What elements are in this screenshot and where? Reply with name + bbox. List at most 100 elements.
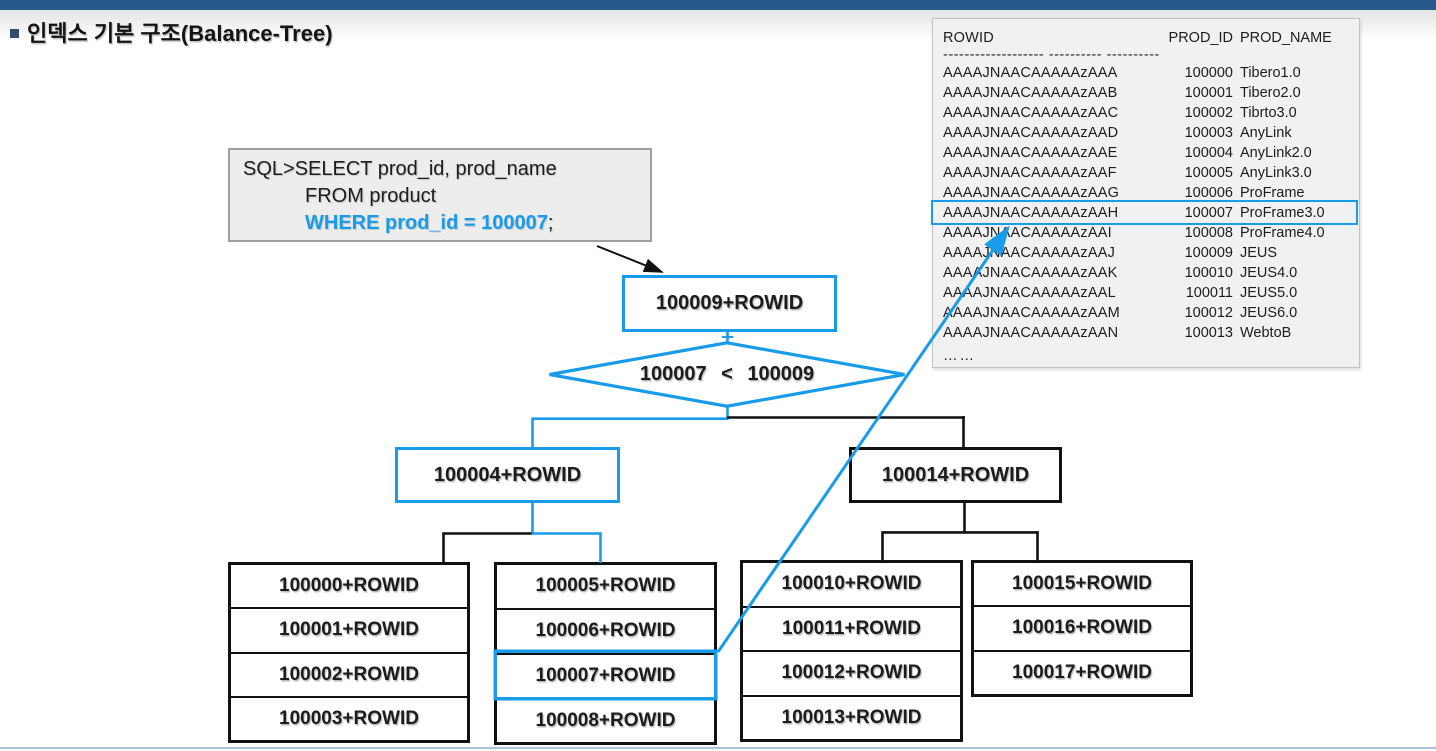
title-bullet-icon xyxy=(10,29,19,38)
leaf-cell: 100015+ROWID xyxy=(974,563,1190,606)
table-row: AAAAJNAACAAAAAzAAN 100013 WebtoB xyxy=(943,323,1359,343)
leaf-cell: 100011+ROWID xyxy=(743,605,960,650)
leaf-cell: 100003+ROWID xyxy=(231,695,467,740)
cell-prod-id: 100005 xyxy=(1184,165,1233,181)
sql-semicolon: ; xyxy=(547,212,554,234)
cell-rowid: AAAAJNAACAAAAAzAAB xyxy=(943,85,1118,101)
leaf-block-1: 100000+ROWID 100001+ROWID 100002+ROWID 1… xyxy=(228,562,470,743)
cell-rowid: AAAAJNAACAAAAAzAAF xyxy=(943,165,1117,181)
cell-rowid: AAAAJNAACAAAAAzAAC xyxy=(943,105,1119,121)
cell-prod-id: 100010 xyxy=(1184,265,1233,281)
cell-prod-name: JEUS4.0 xyxy=(1240,265,1298,281)
branch-node-right: 100014+ROWID xyxy=(849,447,1062,503)
cell-prod-id: 100012 xyxy=(1184,305,1233,321)
cell-rowid: AAAAJNAACAAAAAzAAJ xyxy=(943,245,1116,261)
cell-rowid: AAAAJNAACAAAAAzAAI xyxy=(943,225,1112,241)
leaf-cell-highlighted: 100007+ROWID xyxy=(497,652,714,698)
leaf-block-2: 100005+ROWID 100006+ROWID 100007+ROWID 1… xyxy=(494,562,717,745)
root-node-label: 100009+ROWID xyxy=(655,292,804,314)
leaf-cell: 100002+ROWID xyxy=(231,651,467,696)
bottom-rule xyxy=(0,747,1436,749)
cell-prod-name: Tibero2.0 xyxy=(1240,85,1301,101)
leaf-cell: 100012+ROWID xyxy=(743,650,960,695)
header-prod-name: PROD_NAME xyxy=(1240,30,1332,46)
cell-prod-name: ProFrame3.0 xyxy=(1240,205,1325,221)
cell-rowid: AAAAJNAACAAAAAzAAL xyxy=(943,285,1116,301)
cell-prod-name: AnyLink2.0 xyxy=(1240,145,1312,161)
cell-prod-name: JEUS6.0 xyxy=(1240,305,1298,321)
cell-prod-id: 100001 xyxy=(1184,85,1233,101)
cell-rowid: AAAAJNAACAAAAAzAAG xyxy=(943,185,1120,201)
cell-prod-name: Tibero1.0 xyxy=(1240,65,1301,81)
leaf-cell: 100006+ROWID xyxy=(497,607,714,653)
table-row: AAAAJNAACAAAAAzAAE 100004 AnyLink2.0 xyxy=(943,143,1359,163)
table-row: AAAAJNAACAAAAAzAAD 100003 AnyLink xyxy=(943,123,1359,143)
table-row: AAAAJNAACAAAAAzAAI 100008 ProFrame4.0 xyxy=(943,223,1359,243)
cell-rowid: AAAAJNAACAAAAAzAAD xyxy=(943,125,1119,141)
cell-prod-name: AnyLink xyxy=(1240,125,1292,141)
cell-prod-name: AnyLink3.0 xyxy=(1240,165,1312,181)
leaf-cell: 100008+ROWID xyxy=(497,697,714,742)
table-header: ROWID PROD_ID PROD_NAME xyxy=(943,27,1359,49)
branch-node-left: 100004+ROWID xyxy=(395,447,620,503)
cell-prod-id: 100008 xyxy=(1184,225,1233,241)
table-row-highlight-box xyxy=(931,200,1358,225)
cell-rowid: AAAAJNAACAAAAAzAAM xyxy=(943,305,1120,321)
query-result-panel: ROWID PROD_ID PROD_NAME ----------------… xyxy=(932,18,1360,368)
leaf-cell: 100016+ROWID xyxy=(974,605,1190,650)
sql-line-from: FROM product xyxy=(305,185,437,207)
header-rowid: ROWID xyxy=(943,30,994,46)
top-bar xyxy=(0,0,1436,10)
cell-prod-id: 100000 xyxy=(1184,65,1233,81)
sql-query-box: SQL>SELECT prod_id, prod_name FROM produ… xyxy=(228,148,652,242)
leaf-cell: 100013+ROWID xyxy=(743,694,960,739)
table-ellipsis: …… xyxy=(943,348,976,364)
table-separator: ------------------- ---------- ---------… xyxy=(943,47,1160,63)
cell-rowid: AAAAJNAACAAAAAzAAH xyxy=(943,205,1119,221)
cell-rowid: AAAAJNAACAAAAAzAAA xyxy=(943,65,1118,81)
leaf-cell: 100000+ROWID xyxy=(231,565,467,608)
cell-prod-name: JEUS xyxy=(1240,245,1278,261)
table-row: AAAAJNAACAAAAAzAAM 100012 JEUS6.0 xyxy=(943,303,1359,323)
table-row: AAAAJNAACAAAAAzAAF 100005 AnyLink3.0 xyxy=(943,163,1359,183)
cell-prod-id: 100006 xyxy=(1184,185,1233,201)
cell-prod-name: JEUS5.0 xyxy=(1240,285,1298,301)
leaf-cell: 100017+ROWID xyxy=(974,649,1190,694)
cell-prod-id: 100009 xyxy=(1184,245,1233,261)
table-row: AAAAJNAACAAAAAzAAL 100011 JEUS5.0 xyxy=(943,283,1359,303)
cell-prod-id: 100002 xyxy=(1184,105,1233,121)
branch-right-label: 100014+ROWID xyxy=(881,463,1030,486)
decision-label: 100007 < 100009 xyxy=(639,363,815,385)
cell-prod-name: Tibrto3.0 xyxy=(1240,105,1297,121)
cell-prod-id: 100004 xyxy=(1184,145,1233,161)
decision-diamond: 100007 < 100009 xyxy=(547,341,907,408)
sql-line-where: WHERE prod_id = 100007; xyxy=(243,210,650,237)
sql-to-root-arrow xyxy=(596,245,664,273)
cell-prod-name: WebtoB xyxy=(1240,325,1292,341)
table-row: AAAAJNAACAAAAAzAAA 100000 Tibero1.0 xyxy=(943,63,1359,83)
leaf-block-4: 100015+ROWID 100016+ROWID 100017+ROWID xyxy=(971,560,1193,697)
sql-where-highlight: WHERE prod_id = 100007 xyxy=(305,212,548,234)
root-node: 100009+ROWID xyxy=(622,275,837,332)
cell-rowid: AAAAJNAACAAAAAzAAE xyxy=(943,145,1118,161)
cell-prod-name: ProFrame4.0 xyxy=(1240,225,1325,241)
cell-prod-id: 100013 xyxy=(1184,325,1233,341)
leaf-block-3: 100010+ROWID 100011+ROWID 100012+ROWID 1… xyxy=(740,560,963,742)
page-title: 인덱스 기본 구조(Balance-Tree) xyxy=(27,21,333,46)
branch-left-label: 100004+ROWID xyxy=(433,463,582,486)
table-row: AAAAJNAACAAAAAzAAC 100002 Tibrto3.0 xyxy=(943,103,1359,123)
title-row: 인덱스 기본 구조(Balance-Tree) xyxy=(10,16,333,48)
cell-prod-id: 100003 xyxy=(1184,125,1233,141)
table-row: AAAAJNAACAAAAAzAAJ 100009 JEUS xyxy=(943,243,1359,263)
leaf-cell: 100005+ROWID xyxy=(497,565,714,608)
header-prod-id: PROD_ID xyxy=(1168,30,1233,46)
table-row: AAAAJNAACAAAAAzAAB 100001 Tibero2.0 xyxy=(943,83,1359,103)
cell-prod-name: ProFrame xyxy=(1240,185,1305,201)
cell-prod-id: 100011 xyxy=(1185,285,1233,301)
cell-rowid: AAAAJNAACAAAAAzAAN xyxy=(943,325,1119,341)
leaf-cell: 100001+ROWID xyxy=(231,607,467,652)
sql-line-select: SQL>SELECT prod_id, prod_name xyxy=(243,158,557,180)
